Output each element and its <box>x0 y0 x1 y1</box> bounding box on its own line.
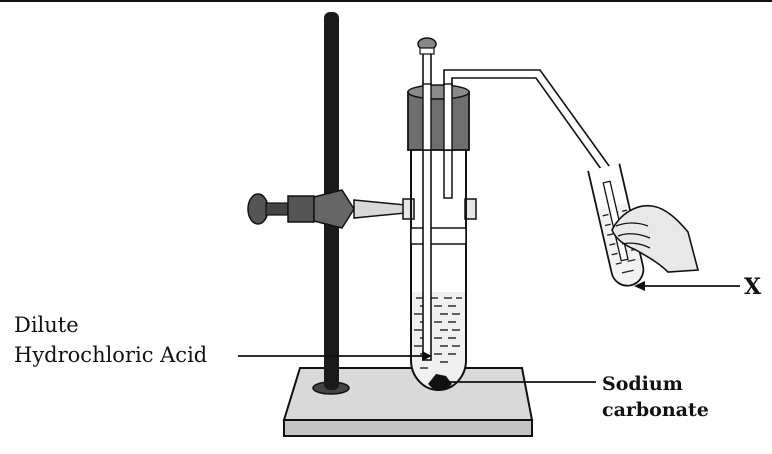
label-sodium: Sodium <box>602 373 683 395</box>
clamp <box>247 189 477 229</box>
pointer-x-arrowhead <box>634 281 645 291</box>
delivery-inlet <box>443 149 453 199</box>
label-dilute: Dilute <box>14 313 79 337</box>
stand-base <box>282 367 534 437</box>
main-test-tube <box>410 150 467 391</box>
hand-icon <box>611 205 700 273</box>
rubber-stopper <box>407 83 470 151</box>
sodium-carbonate-solid <box>428 374 452 390</box>
label-hydrochloric-acid: Hydrochloric Acid <box>14 343 207 367</box>
label-carbonate: carbonate <box>602 399 709 421</box>
pointer-acid-arrowhead <box>422 351 432 361</box>
thistle-funnel <box>417 37 437 361</box>
label-x: X <box>744 274 762 300</box>
clamp-band <box>410 227 467 245</box>
delivery-tube <box>443 69 613 177</box>
